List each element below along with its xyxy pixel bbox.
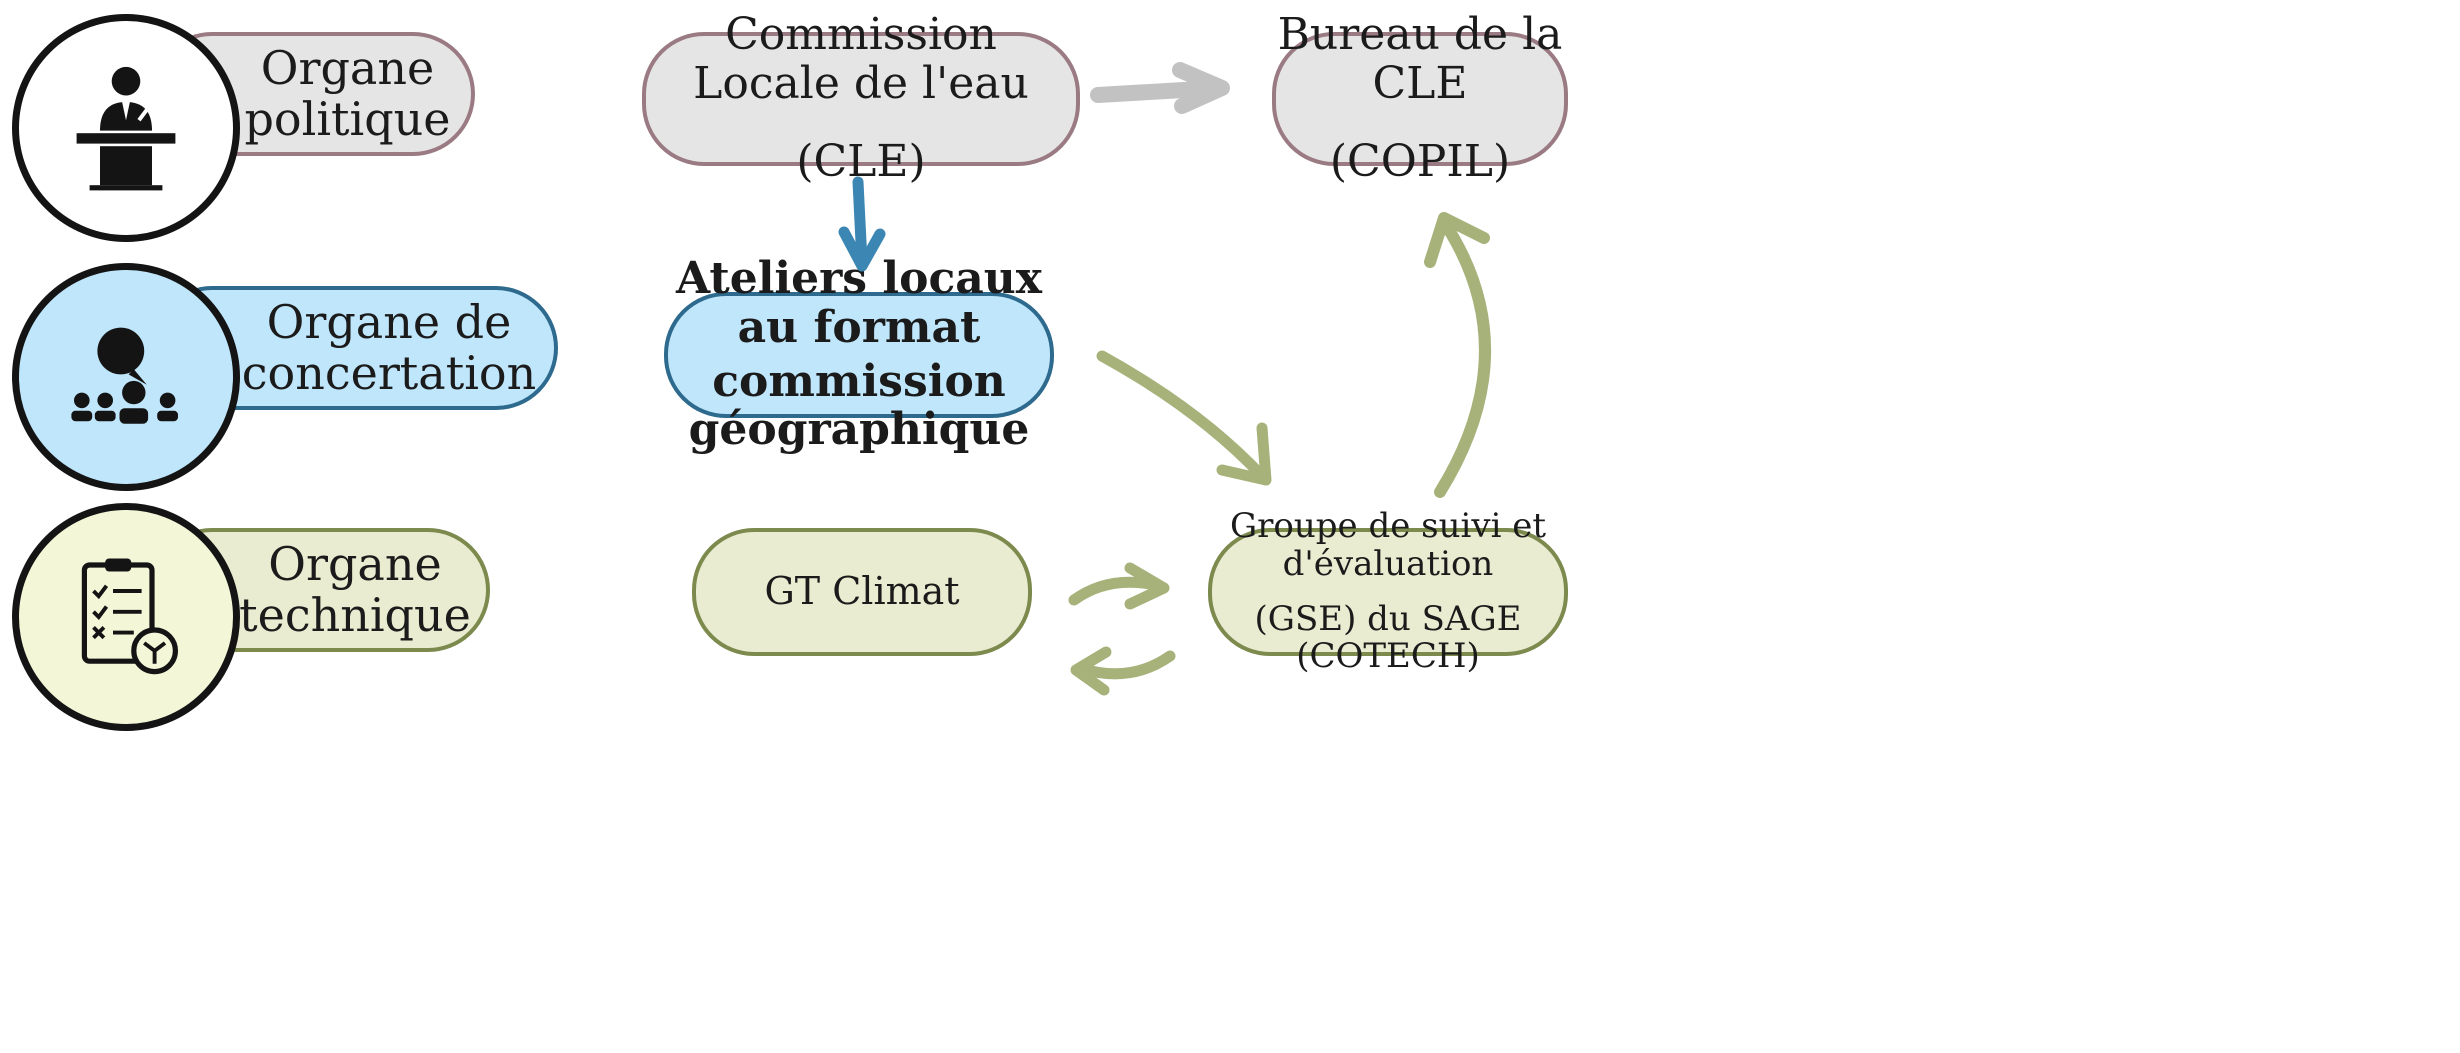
politique-icon-circle xyxy=(12,14,240,242)
legend-label-politique: Organe politique xyxy=(244,41,451,146)
checklist-tools-icon xyxy=(81,558,179,675)
node-gt-climat: GT Climat xyxy=(692,528,1032,656)
speaker-podium-icon xyxy=(76,66,176,191)
node-bureau: Bureau de la CLE (COPIL) xyxy=(1272,11,1568,186)
legend-label-technique: Organe technique xyxy=(239,537,471,642)
group-discussion-icon xyxy=(71,327,178,424)
legend-label-concertation: Organe de concertation xyxy=(241,295,537,400)
node-gse-line1: Groupe de suivi et d'évaluation xyxy=(1229,506,1547,584)
arrow-cle-to-bureau xyxy=(1090,62,1230,114)
node-cle-title: Commission Locale de l'eau xyxy=(693,9,1029,109)
concertation-icon-circle xyxy=(12,263,240,491)
arrow-gse-to-gt xyxy=(1070,646,1176,696)
node-gse: Groupe de suivi et d'évaluation (GSE) du… xyxy=(1208,508,1568,675)
arrow-gse-to-bureau xyxy=(1424,212,1491,498)
node-gse-line2: (GSE) du SAGE (COTECH) xyxy=(1254,599,1522,677)
node-ateliers-line2: commission géographique xyxy=(688,356,1030,456)
arrow-cle-to-ateliers xyxy=(838,176,886,272)
node-bureau-acronym: (COPIL) xyxy=(1329,136,1511,188)
node-gt-climat-label: GT Climat xyxy=(764,569,960,614)
node-bureau-title: Bureau de la CLE xyxy=(1277,9,1563,109)
technique-icon-circle xyxy=(12,503,240,731)
arrow-ateliers-to-gse xyxy=(1096,350,1272,486)
node-cle: Commission Locale de l'eau (CLE) xyxy=(642,11,1080,186)
node-ateliers: Ateliers locaux au format commission géo… xyxy=(664,255,1054,454)
arrow-gt-to-gse xyxy=(1068,562,1170,610)
